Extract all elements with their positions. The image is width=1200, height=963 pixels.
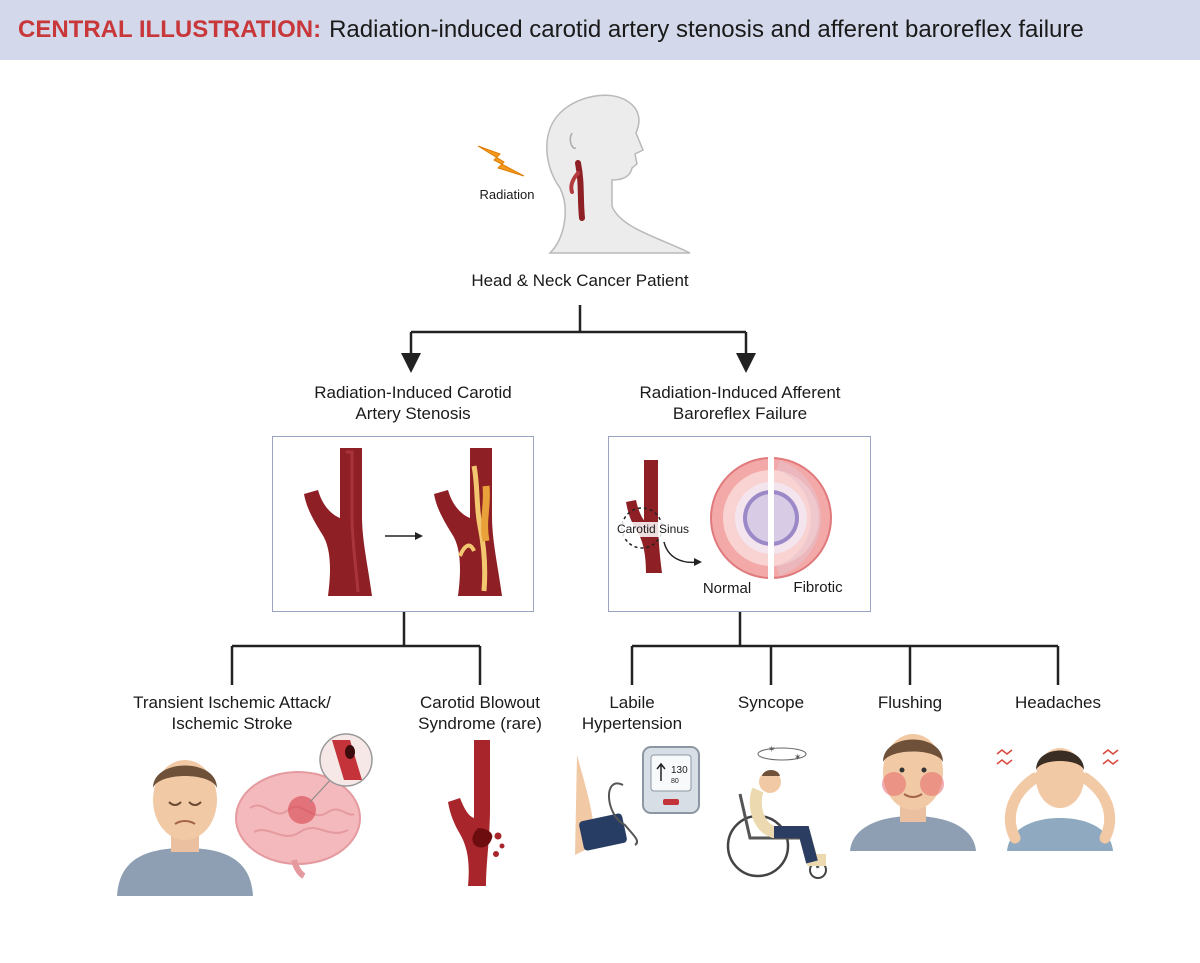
sinus-curved-arrow-icon — [663, 541, 702, 566]
baroreflex-title-line1: Radiation-Induced Afferent — [639, 383, 841, 402]
fibrotic-label: Fibrotic — [793, 579, 843, 596]
patient-head-illustration — [546, 94, 691, 254]
blowout-label-line2: Syndrome (rare) — [418, 714, 542, 733]
headache-patient-illustration — [996, 748, 1119, 851]
stenotic-artery-illustration — [434, 448, 502, 596]
headaches-label: Headaches — [1014, 693, 1101, 712]
healthy-artery-illustration — [304, 448, 372, 596]
bp-systolic: 130 — [671, 765, 688, 776]
stenosis-title-line2: Artery Stenosis — [355, 404, 471, 423]
header-banner: CENTRAL ILLUSTRATION: Radiation-induced … — [0, 0, 1200, 60]
patient-label: Head & Neck Cancer Patient — [471, 271, 689, 290]
tia-patient-illustration — [117, 760, 253, 896]
carotid-blowout-illustration — [448, 740, 505, 886]
labile-label-line2: Hypertension — [581, 714, 683, 733]
carotid-sinus-label: Carotid Sinus — [614, 522, 692, 537]
svg-text:✶: ✶ — [768, 745, 776, 755]
brain-stroke-illustration — [235, 733, 373, 879]
blood-pressure-monitor-illustration: 130 80 — [575, 746, 700, 855]
stenosis-title-line1: Radiation-Induced Carotid — [314, 383, 512, 402]
flushing-label: Flushing — [877, 693, 943, 712]
syncope-wheelchair-illustration: ✶ ✶ — [726, 745, 827, 879]
tia-label-line1: Transient Ischemic Attack/ — [133, 693, 331, 712]
radiation-bolt-icon — [477, 145, 525, 177]
labile-label-line1: Labile — [609, 693, 655, 712]
tia-label-line2: Ischemic Stroke — [171, 714, 293, 733]
artery-cross-section-illustration — [710, 455, 832, 581]
normal-label: Normal — [702, 580, 752, 597]
svg-text:✶: ✶ — [794, 753, 802, 763]
baroreflex-title-line2: Baroreflex Failure — [672, 404, 808, 423]
flushing-patient-illustration — [850, 734, 976, 851]
blowout-label-line1: Carotid Blowout — [419, 693, 540, 712]
header-prefix: CENTRAL ILLUSTRATION: — [18, 16, 322, 43]
transition-arrow-icon — [385, 532, 423, 540]
syncope-label: Syncope — [737, 693, 805, 712]
radiation-label: Radiation — [479, 187, 535, 202]
header-title: Radiation-induced carotid artery stenosi… — [329, 16, 1084, 43]
bp-diastolic: 80 — [671, 778, 679, 785]
